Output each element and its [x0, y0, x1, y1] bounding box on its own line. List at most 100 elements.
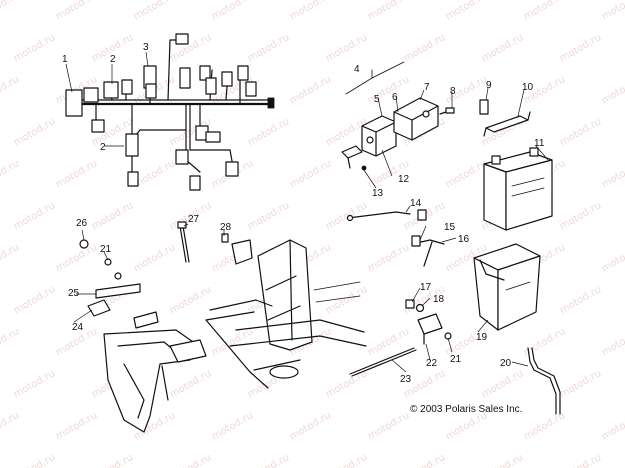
watermark-text: motod.ru	[288, 410, 333, 442]
watermark-text: motod.ru	[12, 452, 57, 468]
wiring-harness	[65, 33, 275, 191]
watermark-text: motod.ru	[0, 74, 21, 106]
callout-number: 25	[68, 288, 80, 299]
callout-number: 2	[100, 142, 106, 153]
watermark-text: motod.ru	[522, 0, 567, 23]
watermark-text: motod.ru	[600, 410, 625, 442]
watermark-text: motod.ru	[444, 158, 489, 190]
watermark-text: motod.ru	[0, 326, 21, 358]
watermark-text: motod.ru	[246, 32, 291, 64]
callout-number: 23	[400, 374, 412, 385]
watermark-text: motod.ru	[0, 242, 21, 274]
watermark-text: motod.ru	[246, 200, 291, 232]
callout-leaders	[65, 51, 549, 373]
watermark-text: motod.ru	[288, 0, 333, 23]
watermark-text: motod.ru	[600, 158, 625, 190]
callout-number: 10	[522, 82, 534, 93]
watermark-text: motod.ru	[366, 242, 411, 274]
callout-number: 28	[220, 222, 232, 233]
watermark-text: motod.ru	[90, 200, 135, 232]
watermark-text: motod.ru	[558, 32, 603, 64]
watermark-text: motod.ru	[0, 158, 21, 190]
watermark-text: motod.ru	[600, 0, 625, 23]
watermark-text: motod.ru	[558, 284, 603, 316]
callout-number: 4	[354, 64, 360, 75]
long-bolt	[177, 221, 190, 263]
watermark-text: motod.ru	[12, 116, 57, 148]
watermark-text: motod.ru	[522, 410, 567, 442]
watermark-text: motod.ru	[90, 452, 135, 468]
battery-box	[473, 243, 541, 331]
watermark-text: motod.ru	[600, 326, 625, 358]
watermark-text: motod.ru	[444, 410, 489, 442]
callout-number: 21	[100, 244, 112, 255]
watermark-text: motod.ru	[210, 410, 255, 442]
watermark-text: motod.ru	[0, 410, 21, 442]
callout-number: 2	[110, 54, 116, 65]
watermark-text: motod.ru	[246, 452, 291, 468]
watermark-text: motod.ru	[132, 242, 177, 274]
callout-number: 3	[143, 42, 149, 53]
watermark-text: motod.ru	[324, 452, 369, 468]
watermark-text: motod.ru	[0, 0, 21, 23]
watermark-text: motod.ru	[402, 452, 447, 468]
watermark-text: motod.ru	[558, 452, 603, 468]
watermark-text: motod.ru	[168, 32, 213, 64]
callout-number: 26	[76, 218, 88, 229]
watermark-text: motod.ru	[366, 74, 411, 106]
callout-number: 22	[426, 358, 438, 369]
watermark-text: motod.ru	[54, 0, 99, 23]
watermark-text: motod.ru	[12, 32, 57, 64]
watermark-text: motod.ru	[168, 452, 213, 468]
watermark-text: motod.ru	[246, 116, 291, 148]
watermark-text: motod.ru	[12, 368, 57, 400]
callout-number: 17	[420, 282, 432, 293]
watermark-text: motod.ru	[558, 116, 603, 148]
small-fasteners	[79, 233, 452, 345]
cables	[346, 209, 561, 415]
front-frame	[103, 329, 207, 433]
watermark-text: motod.ru	[324, 368, 369, 400]
callout-number: 7	[424, 82, 430, 93]
callout-number: 21	[450, 354, 462, 365]
watermark-text: motod.ru	[288, 158, 333, 190]
watermark-text: motod.ru	[12, 284, 57, 316]
watermark-text: motod.ru	[480, 368, 525, 400]
copyright-text: © 2003 Polaris Sales Inc.	[410, 404, 522, 415]
watermark-text: motod.ru	[600, 74, 625, 106]
watermark-text: motod.ru	[600, 242, 625, 274]
watermark-text: motod.ru	[558, 368, 603, 400]
watermark-text: motod.ru	[210, 326, 255, 358]
callout-number: 12	[398, 174, 410, 185]
battery-strap-bracket	[479, 99, 531, 137]
watermark-text: motod.ru	[366, 0, 411, 23]
callout-number: 13	[372, 188, 384, 199]
callout-number: 18	[433, 294, 445, 305]
watermark-text: motod.ru	[54, 410, 99, 442]
watermark-text: motod.ru	[324, 32, 369, 64]
watermark-text: motod.ru	[366, 326, 411, 358]
chassis-frame	[205, 239, 367, 389]
callout-number: 24	[72, 322, 84, 333]
relay-assembly	[341, 61, 455, 171]
watermark-text: motod.ru	[444, 0, 489, 23]
watermark-text: motod.ru	[168, 284, 213, 316]
watermark-text: motod.ru	[54, 242, 99, 274]
mount-bracket	[87, 283, 159, 329]
watermark-text: motod.ru	[480, 452, 525, 468]
callout-number: 5	[374, 94, 380, 105]
callout-number: 6	[392, 92, 398, 103]
callout-number: 9	[486, 80, 492, 91]
battery	[483, 147, 553, 231]
callout-number: 15	[444, 222, 456, 233]
callout-number: 8	[450, 86, 456, 97]
callout-number: 27	[188, 214, 200, 225]
watermark-text: motod.ru	[132, 0, 177, 23]
watermark-text: motod.ru	[132, 158, 177, 190]
watermark-text: motod.ru	[210, 0, 255, 23]
watermark-text: motod.ru	[480, 32, 525, 64]
